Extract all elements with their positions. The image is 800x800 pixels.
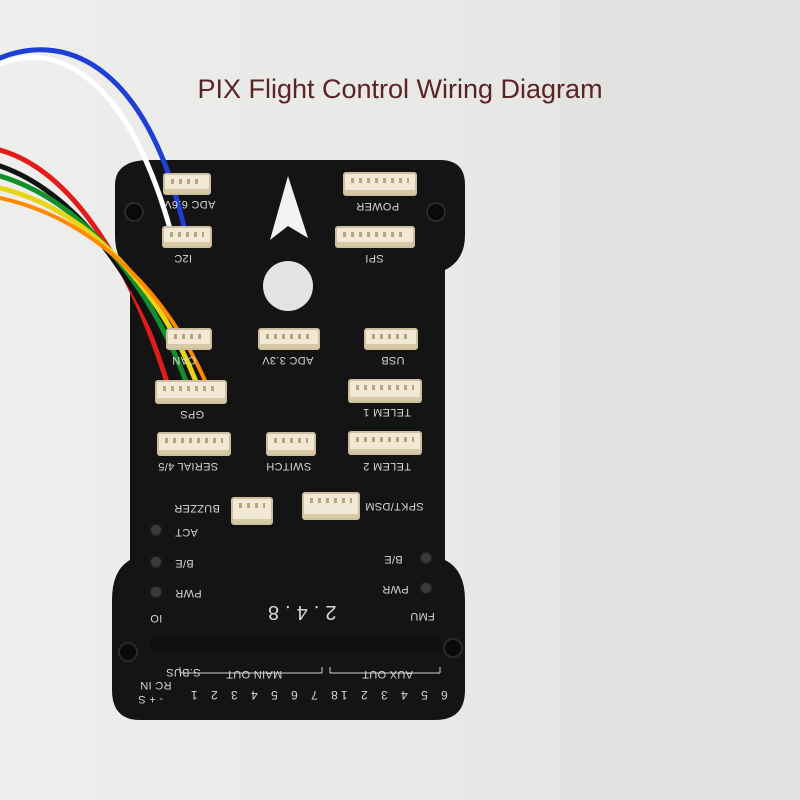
label-led-pwr-right: PWR — [382, 583, 409, 595]
label-adc-3v3: ADC 3.3V — [262, 354, 314, 366]
screw-top-left — [124, 202, 144, 222]
connector-telem1 — [348, 379, 422, 403]
label-gps: GPS — [180, 408, 205, 420]
connector-switch — [266, 432, 316, 456]
label-led-io: IO — [150, 612, 163, 624]
led-act — [150, 524, 162, 536]
label-buzzer: BUZZER — [174, 502, 220, 514]
label-spkt: SPKT/DSM — [365, 500, 424, 512]
label-i2c: I2C — [174, 252, 193, 264]
label-main-out: MAIN OUT — [226, 668, 283, 680]
connector-spkt — [302, 492, 360, 520]
label-led-fmu: FMU — [410, 610, 435, 622]
label-usb: USB — [381, 354, 405, 366]
connector-serial45 — [157, 432, 231, 456]
light-window-icon — [263, 261, 313, 311]
label-led-be-right: B/E — [384, 553, 403, 565]
connector-adc-3v3 — [258, 328, 320, 350]
main-out-pin-numbers: 8 7 6 5 4 3 2 1 — [186, 688, 338, 702]
label-telem2: TELEM 2 — [363, 460, 411, 472]
connector-usb — [364, 328, 418, 350]
screw-top-right — [426, 202, 446, 222]
connector-buzzer — [231, 497, 273, 525]
led-be-left — [150, 556, 162, 568]
led-be-right — [420, 552, 432, 564]
led-pwr-right — [420, 582, 432, 594]
label-power: POWER — [356, 200, 400, 212]
label-polarity: - + S — [138, 693, 164, 705]
connector-spi — [335, 226, 415, 248]
screw-bottom-left — [118, 642, 138, 662]
label-serial45: SERIAL 4/5 — [158, 460, 219, 472]
screw-bottom-right — [443, 638, 463, 658]
label-led-act: ACT — [175, 526, 198, 538]
connector-adc-6v — [163, 173, 211, 195]
page-title: PIX Flight Control Wiring Diagram — [197, 74, 603, 104]
connector-gps — [155, 380, 227, 404]
connector-telem2 — [348, 431, 422, 455]
label-sbus: S.BUS — [166, 666, 201, 678]
aux-out-pin-numbers: 6 5 4 3 2 1 — [336, 688, 448, 702]
label-telem1: TELEM 1 — [363, 406, 411, 418]
label-aux-out: AUX OUT — [362, 668, 413, 680]
connector-power — [343, 172, 417, 196]
label-switch: SWITCH — [266, 460, 312, 472]
label-can: CAN — [172, 354, 197, 366]
label-spi: SPI — [365, 252, 384, 264]
servo-header-strip — [150, 635, 440, 651]
connector-can — [166, 328, 212, 350]
led-pwr-left — [150, 586, 162, 598]
connector-i2c — [162, 226, 212, 248]
firmware-version: 2.4.8 — [262, 601, 337, 623]
label-led-be-left: B/E — [175, 557, 194, 569]
arrow-logo-icon — [270, 176, 308, 240]
label-adc-6v: ADC 6.6V — [164, 198, 216, 210]
label-led-pwr-left: PWR — [175, 587, 202, 599]
label-rc-in: RC IN — [140, 679, 172, 691]
